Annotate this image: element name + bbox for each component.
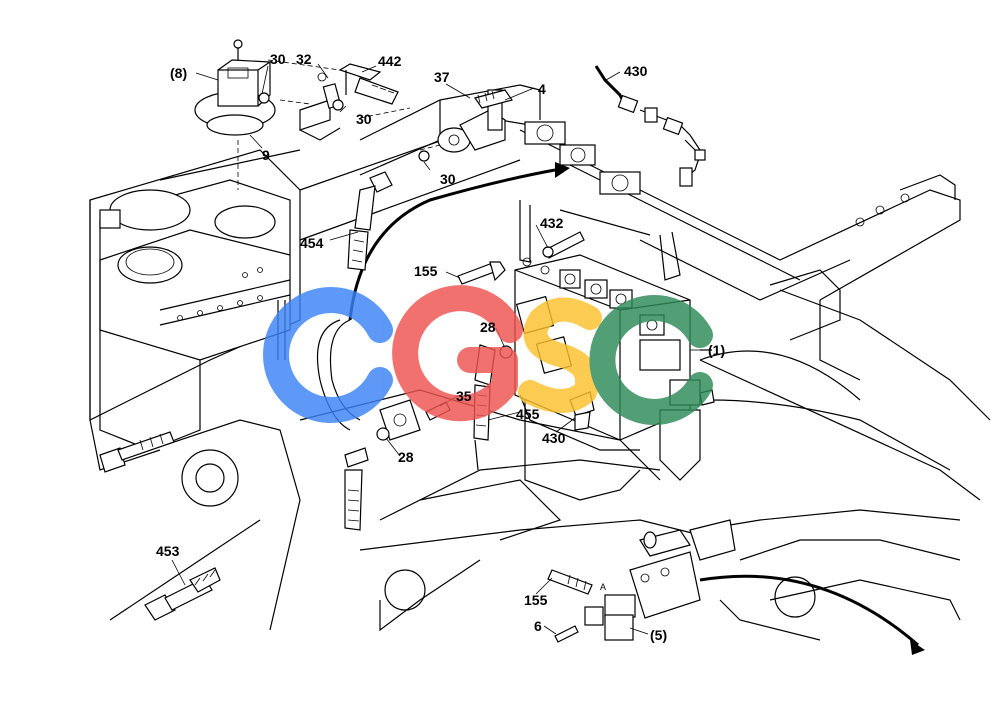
hose-454 <box>347 171 393 271</box>
label-part-32: 32 <box>296 51 312 67</box>
pump-component-8 <box>194 39 341 190</box>
label-part-1: (1) <box>708 342 726 358</box>
hose-routing <box>348 162 925 655</box>
watermark-s <box>518 297 602 413</box>
watermark-c2 <box>589 295 713 425</box>
label-part-5: (5) <box>650 627 668 643</box>
label-part-8: (8) <box>170 65 188 81</box>
watermark-c1 <box>263 287 393 423</box>
label-part-155-bot: 155 <box>524 592 548 608</box>
label-part-6: 6 <box>534 618 542 634</box>
label-part-442: 442 <box>378 53 402 69</box>
label-part-155-top: 155 <box>414 263 438 279</box>
solenoid-valve-5 <box>584 519 736 641</box>
label-part-453: 453 <box>156 543 180 559</box>
pipe-155-top <box>457 261 506 285</box>
label-part-30-a: 30 <box>270 51 286 67</box>
label-part-30-c: 30 <box>440 171 456 187</box>
fitting-group-430-top <box>594 65 706 187</box>
bolt-432 <box>542 231 585 259</box>
flange-left <box>99 431 175 473</box>
label-part-30-b: 30 <box>356 111 372 127</box>
clamp-brackets <box>519 121 681 281</box>
label-part-430-top: 430 <box>624 63 648 79</box>
label-part-28-a: 28 <box>480 319 496 335</box>
label-part-28-b: 28 <box>398 449 414 465</box>
label-part-432: 432 <box>540 215 564 231</box>
label-part-454: 454 <box>300 235 324 251</box>
fitting-group-4 <box>418 89 513 162</box>
pipe-155-bottom <box>547 569 593 643</box>
label-part-9: 9 <box>262 147 270 163</box>
label-part-37: 37 <box>434 69 450 85</box>
hose-453 <box>144 567 221 621</box>
machine-frame <box>89 84 991 641</box>
label-part-455: 455 <box>516 406 540 422</box>
label-part-35: 35 <box>456 388 472 404</box>
label-part-430-low: 430 <box>542 430 566 446</box>
fitting-group-442 <box>279 63 411 141</box>
label-port-a: A <box>600 582 607 592</box>
hydraulic-tank <box>99 179 291 451</box>
watermark-g <box>392 285 523 422</box>
label-part-4: 4 <box>538 81 546 97</box>
